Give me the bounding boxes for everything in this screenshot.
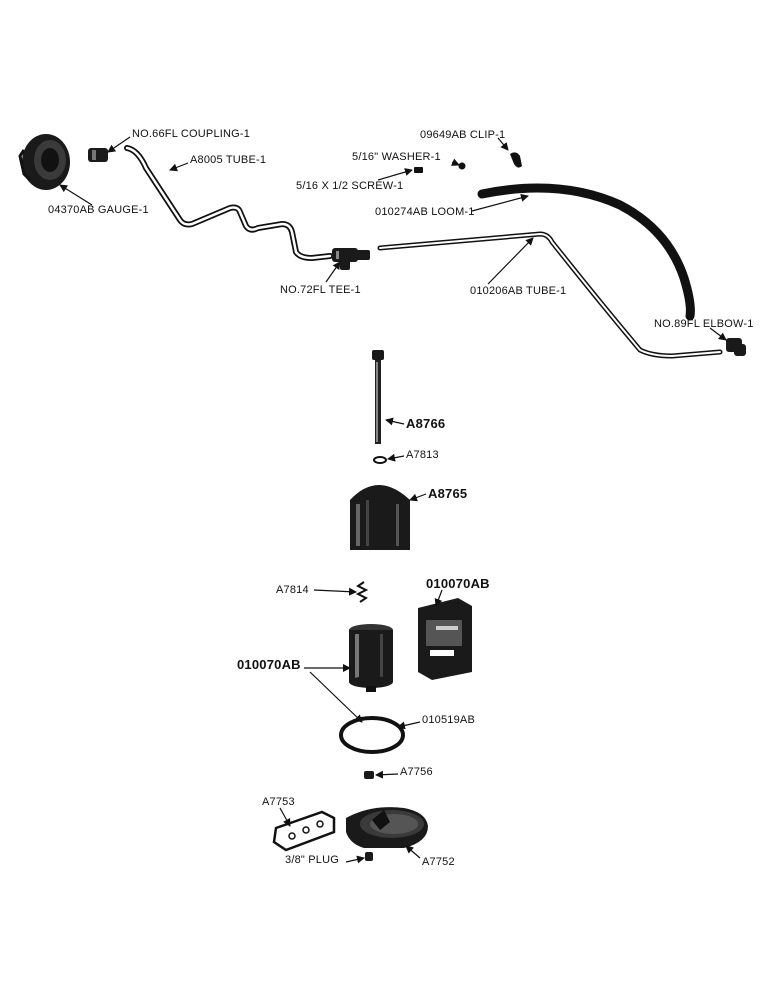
label-a7814: A7814 <box>276 584 309 596</box>
label-gauge: 04370AB GAUGE-1 <box>48 204 149 216</box>
loom-part <box>477 183 695 321</box>
label-a7753: A7753 <box>262 796 295 808</box>
clip-part <box>510 152 522 168</box>
label-coupling: NO.66FL COUPLING-1 <box>132 128 251 140</box>
a7752-base-part <box>346 807 428 848</box>
label-loom: 010274AB LOOM-1 <box>375 206 475 218</box>
label-tee: NO.72FL TEE-1 <box>280 284 361 296</box>
element-part <box>349 624 393 692</box>
label-a7756: A7756 <box>400 766 433 778</box>
label-a7752: A7752 <box>422 856 455 868</box>
leader-lines <box>59 136 727 864</box>
label-gasket: 010519AB <box>422 714 475 726</box>
element-box-part <box>418 598 472 680</box>
label-element: 010070AB <box>237 657 301 672</box>
label-tube-010206: 010206AB TUBE-1 <box>470 285 567 297</box>
a8005-tube-part <box>124 145 333 262</box>
label-a8766: A8766 <box>406 416 446 431</box>
label-a8765: A8765 <box>428 486 468 501</box>
a7756-part <box>364 771 374 779</box>
washer-part <box>458 162 466 170</box>
label-elbow: NO.89FL ELBOW-1 <box>654 318 754 330</box>
tee-part <box>332 248 370 270</box>
a8766-bolt-part <box>372 350 384 444</box>
010206ab-tube-part <box>377 231 723 359</box>
screw-part <box>414 167 423 173</box>
a7814-spring-part <box>355 581 369 603</box>
label-clip: 09649AB CLIP-1 <box>420 129 506 141</box>
coupling-part <box>88 148 108 162</box>
elbow-part <box>726 338 746 356</box>
a7813-washer-part <box>373 456 387 464</box>
label-washer: 5/16" WASHER-1 <box>352 151 441 163</box>
label-plug: 3/8" PLUG <box>285 854 340 866</box>
label-element-box: 010070AB <box>426 576 490 591</box>
label-tube-a8005: A8005 TUBE-1 <box>190 154 267 166</box>
a7753-plate-part <box>272 810 336 852</box>
gasket-part <box>339 716 405 754</box>
plug-part <box>365 852 373 861</box>
label-screw: 5/16 X 1/2 SCREW-1 <box>296 180 404 192</box>
gauge-part <box>18 134 70 190</box>
a8765-shell-part <box>350 476 410 550</box>
label-a7813: A7813 <box>406 449 439 461</box>
